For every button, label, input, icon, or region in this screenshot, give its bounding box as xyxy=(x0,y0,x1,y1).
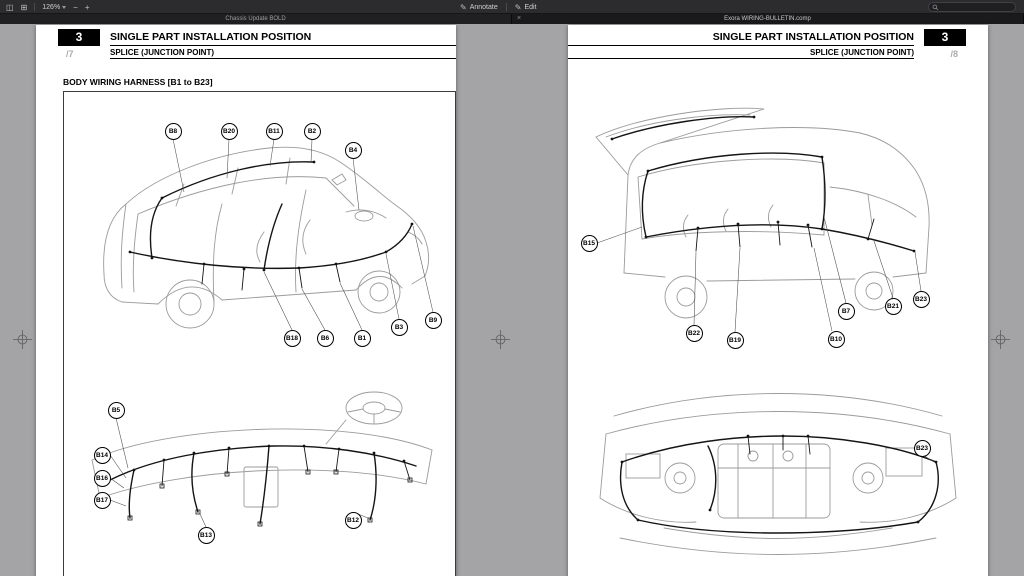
splice-callout-b11: B11 xyxy=(265,122,283,140)
zoom-in-button[interactable]: + xyxy=(84,2,90,12)
toolbar-center-group: ✎ Annotate ✎ Edit xyxy=(460,0,537,14)
tab-label: Exora WIRING-BULLETIN.comp xyxy=(724,16,811,22)
body-rear-view-art xyxy=(595,107,930,333)
splice-callout-b22: B22 xyxy=(685,324,703,342)
splice-callout-b3: B3 xyxy=(390,318,408,336)
instrument-panel-art xyxy=(91,391,433,528)
toolbar-right-group xyxy=(928,2,1016,12)
tab-close-icon[interactable]: × xyxy=(516,15,522,22)
splice-callout-b15: B15 xyxy=(580,234,598,252)
annotate-pencil-icon: ✎ xyxy=(460,2,467,12)
page-subtitle: SPLICE (JUNCTION POINT) xyxy=(110,46,456,59)
edit-button-label: Edit xyxy=(524,3,537,11)
registration-mark xyxy=(991,330,1010,349)
document-page-8: 3 SINGLE PART INSTALLATION POSITION SPLI… xyxy=(568,25,988,576)
tab-label: Chassis Update BOLD xyxy=(225,16,286,22)
page-subtitle: SPLICE (JUNCTION POINT) xyxy=(568,46,914,59)
section-number-box: 3 xyxy=(58,29,100,46)
search-icon xyxy=(932,4,939,10)
toolbar-divider xyxy=(505,3,507,11)
annotate-button[interactable]: ✎ Annotate xyxy=(460,3,498,12)
splice-callout-b20: B20 xyxy=(220,122,238,140)
diagram-engine-bay: B23 xyxy=(568,370,988,576)
toolbar-divider xyxy=(34,3,36,11)
engine-bay-art xyxy=(599,393,957,555)
document-canvas[interactable]: 3 SINGLE PART INSTALLATION POSITION SPLI… xyxy=(0,24,1024,576)
tab-bar: Chassis Update BOLD × Exora WIRING-BULLE… xyxy=(0,14,1024,24)
splice-callout-b21: B21 xyxy=(884,297,902,315)
annotate-button-label: Annotate xyxy=(469,3,498,11)
splice-callout-b5: B5 xyxy=(107,401,125,419)
registration-mark xyxy=(491,330,510,349)
zoom-level-dropdown[interactable]: 126% xyxy=(42,3,67,11)
search-input[interactable] xyxy=(928,2,1016,12)
tab-chassis-update-bold[interactable]: Chassis Update BOLD xyxy=(0,14,512,24)
splice-callout-b1: B1 xyxy=(353,329,371,347)
splice-callout-b17: B17 xyxy=(93,491,111,509)
splice-callout-b18: B18 xyxy=(283,329,301,347)
splice-callout-b19: B19 xyxy=(726,331,744,349)
page-title: SINGLE PART INSTALLATION POSITION xyxy=(568,29,914,46)
splice-callout-b4: B4 xyxy=(344,141,362,159)
page-number: /7 xyxy=(66,49,74,59)
document-page-7: 3 SINGLE PART INSTALLATION POSITION SPLI… xyxy=(36,25,456,576)
body-side-view-art xyxy=(103,138,434,331)
figure-title: BODY WIRING HARNESS [B1 to B23] xyxy=(63,77,213,87)
splice-callout-b16: B16 xyxy=(93,469,111,487)
page-title: SINGLE PART INSTALLATION POSITION xyxy=(110,29,456,46)
splice-callout-b9: B9 xyxy=(424,311,442,329)
splice-callout-b10: B10 xyxy=(827,330,845,348)
tab-exora-wiring-bulletin[interactable]: × Exora WIRING-BULLETIN.comp xyxy=(512,14,1024,24)
edit-button[interactable]: ✎ Edit xyxy=(515,3,537,12)
zoom-level-value: 126% xyxy=(42,3,61,11)
splice-callout-b2: B2 xyxy=(303,122,321,140)
splice-callout-b6: B6 xyxy=(316,329,334,347)
splice-callout-b23: B23 xyxy=(912,290,930,308)
registration-mark xyxy=(13,330,32,349)
page-header: 3 SINGLE PART INSTALLATION POSITION SPLI… xyxy=(36,29,456,63)
sidebar-toggle-icon[interactable]: ◫ xyxy=(6,2,14,12)
splice-callout-b7: B7 xyxy=(837,302,855,320)
page-header: 3 SINGLE PART INSTALLATION POSITION SPLI… xyxy=(568,29,988,63)
page-view-icon[interactable]: ⊞ xyxy=(20,2,28,12)
page-number: /8 xyxy=(950,49,958,59)
splice-callout-b23: B23 xyxy=(913,439,931,457)
splice-callout-b8: B8 xyxy=(164,122,182,140)
splice-callout-b12: B12 xyxy=(344,511,362,529)
titlebar: ◫ ⊞ 126% − + ✎ Annotate ✎ Edit xyxy=(0,0,1024,14)
edit-pencil-icon: ✎ xyxy=(514,2,522,12)
section-number-box: 3 xyxy=(924,29,966,46)
splice-callout-b13: B13 xyxy=(197,526,215,544)
chevron-down-icon xyxy=(62,6,67,9)
toolbar-left-group: ◫ ⊞ 126% − + xyxy=(6,0,90,14)
zoom-out-button[interactable]: − xyxy=(73,2,78,12)
splice-callout-b14: B14 xyxy=(93,446,111,464)
